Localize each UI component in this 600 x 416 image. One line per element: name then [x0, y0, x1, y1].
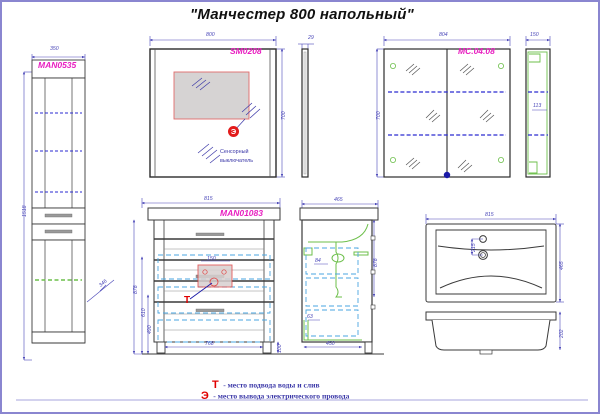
view-vanity-front [132, 198, 302, 355]
dim-mirror-depth: 29 [308, 35, 314, 41]
label-vanity-code: MAN01083 [220, 208, 263, 218]
water-mark-label: T [184, 295, 191, 306]
dim-tall-cabinet-width: 350 [50, 46, 59, 52]
legend-text-water: - место подвода воды и слив [223, 380, 320, 390]
dim-vanity-side-height: 878 [373, 258, 379, 267]
view-vanity-side [298, 200, 384, 355]
dim-tall-cabinet-height: 1518 [22, 205, 28, 217]
view-mirror [149, 36, 314, 178]
dim-vanity-mid-height: 610 [141, 308, 147, 317]
label-wall-cabinet-code: MC.04.08 [458, 46, 495, 56]
label-tall-cabinet-code: MAN0535 [38, 60, 77, 70]
dim-vanity-side-inner-lower: 63 [307, 314, 313, 320]
dim-mirror-height: 700 [281, 111, 287, 120]
dim-wall-cabinet-depth: 150 [530, 32, 539, 38]
mirror-sensor-note-line2: выключатель [220, 158, 254, 164]
dim-vanity-side-depth-top: 465 [334, 197, 343, 203]
view-tall-cabinet [22, 54, 115, 361]
electric-mark-badge: Э [228, 126, 239, 137]
legend-symbol-water: Т [212, 378, 219, 391]
dim-vanity-height: 878 [133, 285, 139, 294]
label-mirror-code: SM0208 [230, 46, 262, 56]
dim-basin-tap-offset: 215 [471, 243, 477, 252]
dim-vanity-leg-height: 100 [277, 344, 283, 353]
dim-mirror-width: 800 [206, 32, 215, 38]
dim-vanity-side-inner-upper: 84 [315, 258, 321, 264]
mirror-sensor-note-line1: Сенсорный [220, 149, 249, 155]
dim-vanity-low-height: 490 [147, 325, 153, 334]
dim-basin-depth: 465 [559, 261, 565, 270]
dim-vanity-side-depth-bottom: 450 [326, 341, 335, 347]
dim-plumbing-box: 150 [207, 256, 216, 262]
dim-vanity-width: 815 [204, 196, 213, 202]
dim-wall-cabinet-height: 700 [376, 111, 382, 120]
view-washbasin [425, 214, 564, 355]
dim-basin-width: 815 [485, 212, 494, 218]
legend-text-electric: - место вывода электрического провода [213, 391, 350, 401]
legend-symbol-electric: Э [201, 389, 209, 402]
dim-wall-cabinet-width: 804 [439, 32, 448, 38]
dim-basin-height: 202 [559, 329, 565, 338]
page-title: "Манчестер 800 напольный" [190, 6, 414, 23]
legend-item-electric: Э - место вывода электрического провода [201, 387, 349, 405]
legend-item-water: Т - место подвода воды и слив [212, 376, 320, 394]
view-wall-cabinet [375, 36, 551, 179]
dim-wall-cabinet-shelf: 113 [533, 103, 542, 109]
dim-vanity-base-width: 768 [205, 341, 214, 347]
